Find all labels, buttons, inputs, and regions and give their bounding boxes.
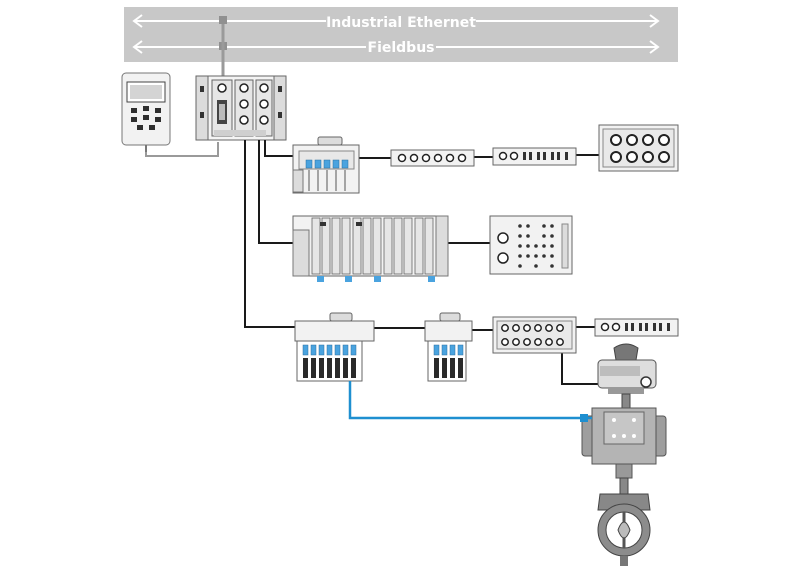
valve-terminal-row2 [292,215,449,282]
fieldbus-label: Fieldbus [368,40,435,56]
io-module-row1-b [492,147,577,166]
panel-display [130,85,162,99]
io-module-row3-a [492,316,577,354]
panel-cable [145,142,219,157]
valve-terminal-row3-b [424,312,473,382]
panel-keypad [131,106,161,130]
valve-terminal-row3-a [294,312,375,382]
io-block-row2 [489,215,573,275]
controller-terminal [195,75,287,141]
valve-terminal-row1 [292,136,360,194]
pneumatic-actuator [581,407,667,479]
operator-panel [121,72,171,152]
cable-branch-3 [244,140,295,328]
io-module-row3-b [594,318,679,337]
position-sensor-box [597,343,657,411]
pneumatic-tube [348,381,592,420]
fieldbus-cables [244,140,599,385]
industrial-ethernet-label: Industrial Ethernet [326,15,476,31]
fieldbus-arrow [132,40,660,54]
industrial-ethernet-arrow [132,14,660,28]
butterfly-valve [597,477,651,566]
cable-branch-2 [258,140,293,244]
io-block-row1 [598,124,679,172]
bus-band: Industrial Ethernet Fieldbus [124,7,678,62]
bus-tap-ethernet [219,16,227,24]
cable-branch-1 [264,140,293,157]
tube-fitting [580,414,588,422]
io-module-row1-a [390,149,475,167]
